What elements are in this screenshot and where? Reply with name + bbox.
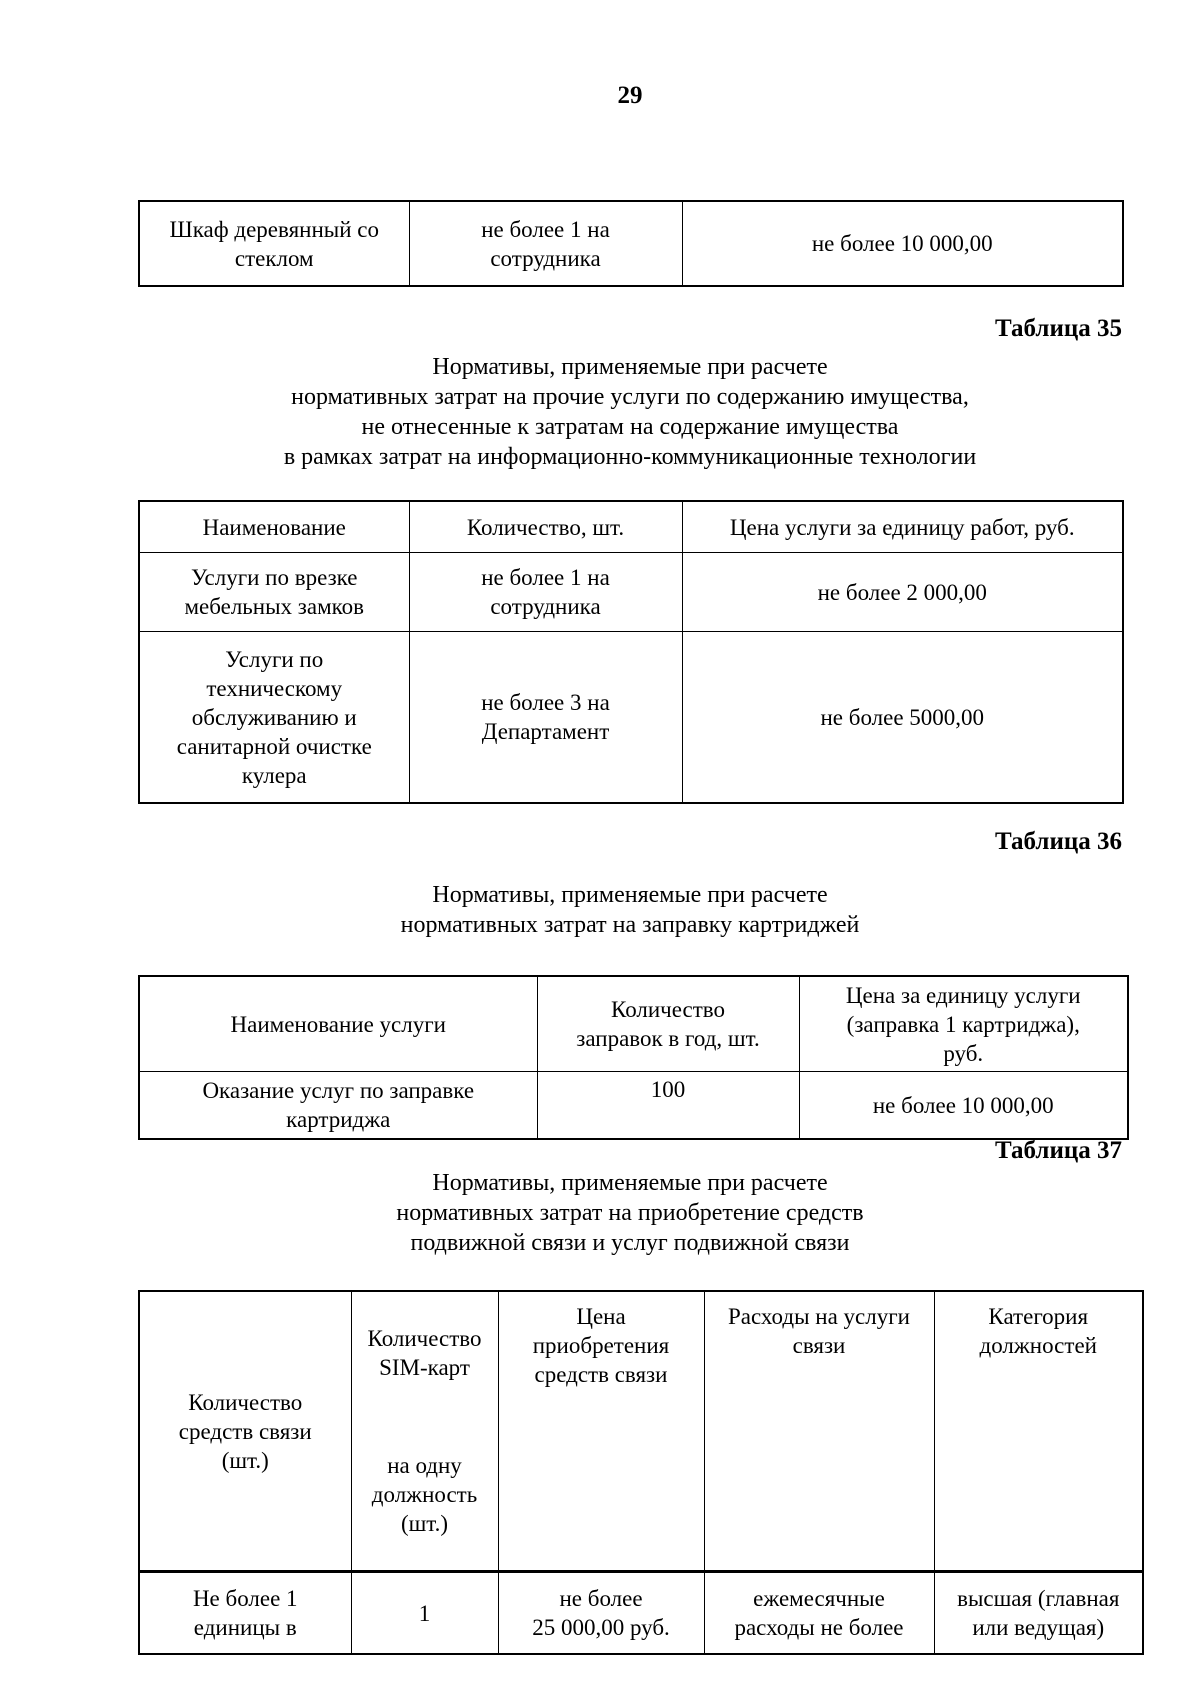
table-cell-price: не более 2 000,00 <box>681 552 1124 632</box>
table-cell-service-expenses: ежемесячные расходы не более <box>703 1571 935 1655</box>
table-cell-price: не более 10 000,00 <box>681 200 1124 287</box>
table-cell-service-name: Услуги по врезке мебельных замков <box>138 552 410 632</box>
column-header-position-category: Категория должностей <box>933 1290 1144 1573</box>
table-cell-service-name: Услуги по техническому обслуживанию и са… <box>138 631 410 804</box>
furniture-norms-table-fragment: Шкаф деревянный со стеклом не более 1 на… <box>138 200 1124 287</box>
table-header-row: Наименование услуги Количество заправок … <box>138 975 1129 1072</box>
sim-cards-header-bottom: на одну должность (шт.) <box>371 1453 478 1536</box>
table-37-title: Нормативы, применяемые при расчете норма… <box>396 1170 864 1256</box>
table-cell-service-name: Оказание услуг по заправке картриджа <box>138 1071 538 1140</box>
table-35-caption: Таблица 35 <box>994 315 1122 342</box>
table-cell-quantity: не более 1 на сотрудника <box>408 552 683 632</box>
table-cell-quantity: 100 <box>536 1071 800 1140</box>
table-row: Оказание услуг по заправке картриджа 100… <box>138 1071 1129 1140</box>
table-cell-price: не более 5000,00 <box>681 631 1124 804</box>
column-header-price: Цена услуги за единицу работ, руб. <box>681 500 1124 553</box>
table-row: Услуги по техническому обслуживанию и са… <box>138 631 1124 804</box>
column-header-quantity: Количество, шт. <box>408 500 683 553</box>
table-cell-quantity: не более 3 на Департамент <box>408 631 683 804</box>
table-cell-item-name: Шкаф деревянный со стеклом <box>138 200 410 287</box>
column-header-sim-cards: Количество SIM-карт на одну должность (ш… <box>350 1290 499 1573</box>
table-row: Не более 1 единицы в 1 не более 25 000,0… <box>138 1571 1144 1655</box>
table-cell-price: не более 10 000,00 <box>798 1071 1129 1140</box>
table-cell-sim-count: 1 <box>350 1571 499 1655</box>
table-cell-quantity: не более 1 на сотрудника <box>408 200 683 287</box>
column-header-device-price: Цена приобретения средств связи <box>497 1290 705 1573</box>
table-37-mobile-communication: Количество средств связи (шт.) Количеств… <box>138 1290 1144 1655</box>
table-row: Шкаф деревянный со стеклом не более 1 на… <box>138 200 1124 287</box>
table-36-caption: Таблица 36 <box>994 828 1122 855</box>
sim-cards-header-split: Количество SIM-карт на одну должность (ш… <box>360 1324 490 1538</box>
table-35-title: Нормативы, применяемые при расчете норма… <box>283 354 977 470</box>
column-header-refills-per-year: Количество заправок в год, шт. <box>536 975 800 1072</box>
sim-cards-header-top: Количество SIM-карт <box>367 1326 482 1380</box>
table-cell-devices-count: Не более 1 единицы в <box>138 1571 352 1655</box>
table-header-row: Наименование Количество, шт. Цена услуги… <box>138 500 1124 553</box>
column-header-name: Наименование <box>138 500 410 553</box>
table-row: Услуги по врезке мебельных замков не бол… <box>138 552 1124 632</box>
table-37-caption: Таблица 37 <box>994 1137 1122 1164</box>
table-36-cartridge-refill: Наименование услуги Количество заправок … <box>138 975 1129 1140</box>
table-header-row: Количество средств связи (шт.) Количеств… <box>138 1290 1144 1573</box>
column-header-service-name: Наименование услуги <box>138 975 538 1072</box>
table-36-title: Нормативы, применяемые при расчете норма… <box>400 882 860 938</box>
table-cell-position-category: высшая (главная или ведущая) <box>933 1571 1144 1655</box>
table-35-property-services: Наименование Количество, шт. Цена услуги… <box>138 500 1124 804</box>
page-number: 29 <box>617 82 643 109</box>
column-header-devices-count: Количество средств связи (шт.) <box>138 1290 352 1573</box>
table-cell-device-price: не более 25 000,00 руб. <box>497 1571 705 1655</box>
column-header-unit-price: Цена за единицу услуги (заправка 1 картр… <box>798 975 1129 1072</box>
column-header-service-expenses: Расходы на услуги связи <box>703 1290 935 1573</box>
